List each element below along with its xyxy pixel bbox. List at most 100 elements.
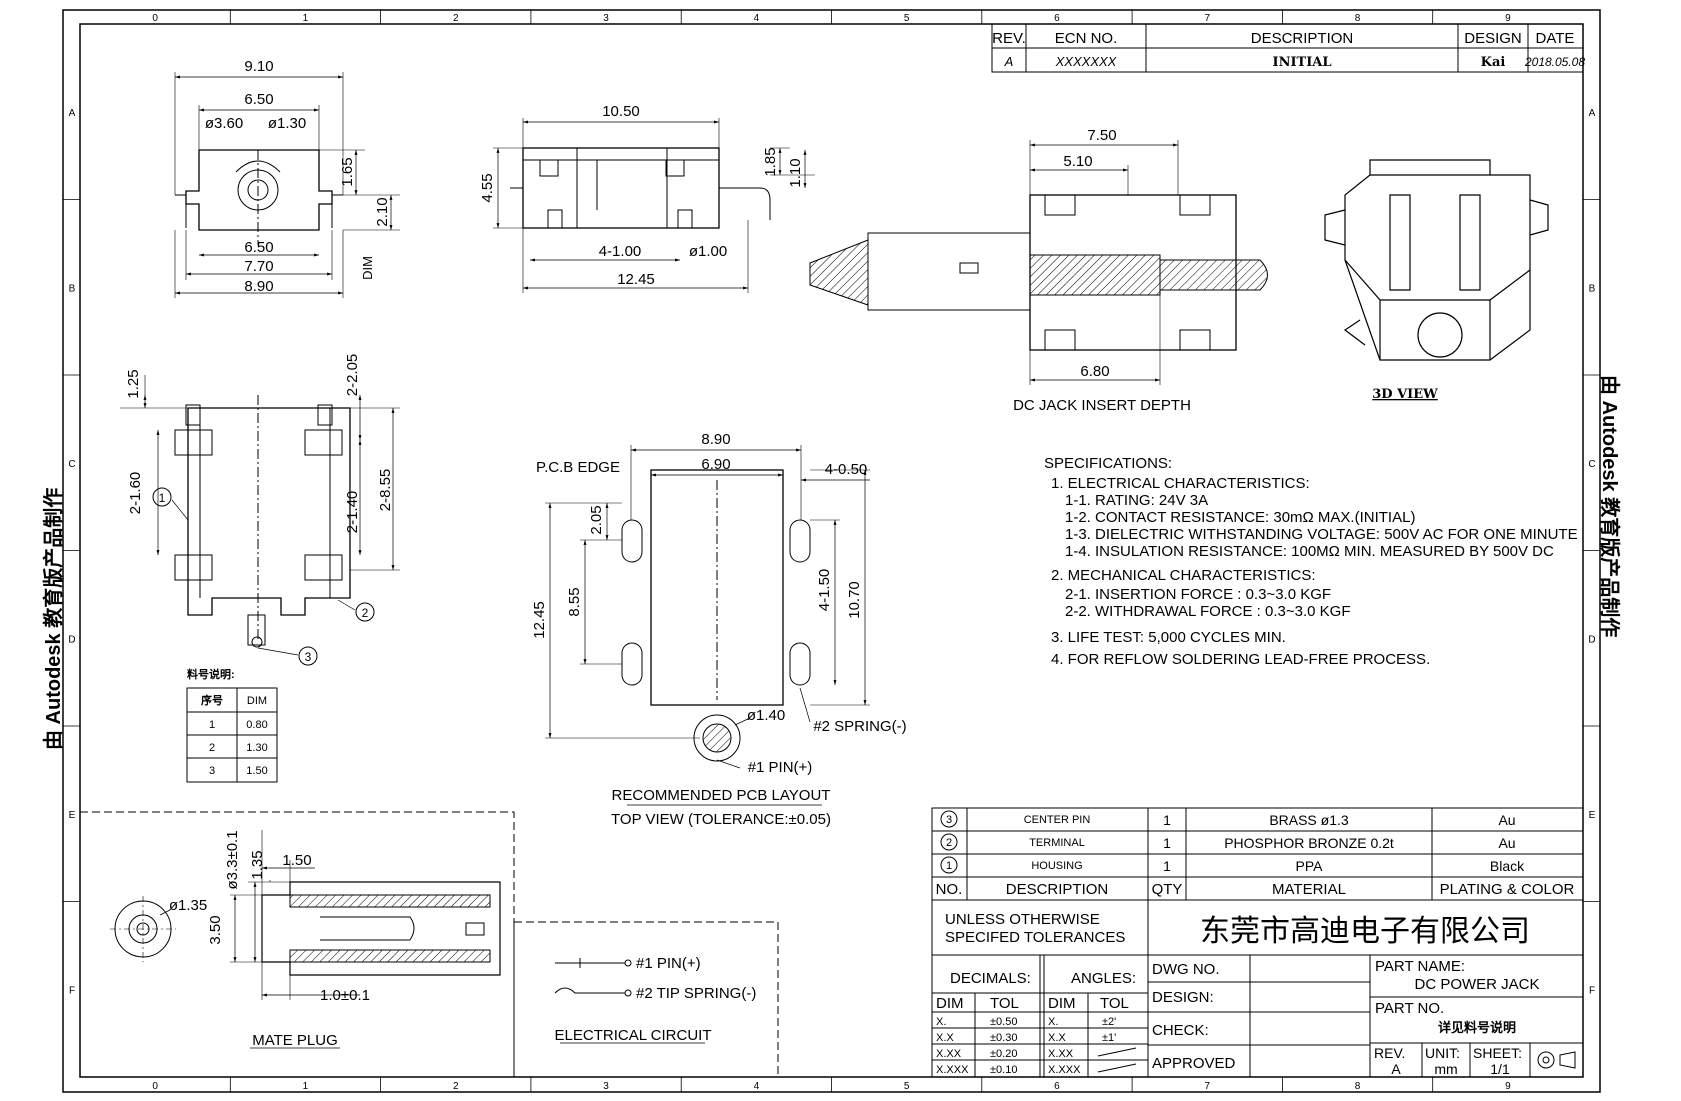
- date-value: 2018.05.08: [1524, 55, 1585, 69]
- spec-line: 2-1. INSERTION FORCE : 0.3~3.0 KGF: [1065, 586, 1331, 603]
- circuit-pin1-label: #1 PIN(+): [636, 955, 701, 972]
- bom-desc: HOUSING: [1031, 860, 1082, 872]
- bottom-view: [120, 375, 400, 666]
- dim-bottom-2x2-05: 2-2.05: [344, 354, 361, 397]
- part-name: DC POWER JACK: [1414, 976, 1539, 993]
- dim-pcb-2-05: 2.05: [588, 505, 605, 534]
- spec-line: SPECIFICATIONS:: [1044, 455, 1172, 472]
- zone-label: 7: [1204, 13, 1210, 24]
- zone-label: F: [69, 985, 75, 996]
- front-view: [174, 72, 400, 298]
- zone-label: 9: [1505, 13, 1511, 24]
- angles-label: ANGLES:: [1071, 970, 1136, 987]
- sheet-value: 1/1: [1490, 1061, 1510, 1077]
- spec-line: 1-1. RATING: 24V 3A: [1065, 492, 1208, 509]
- bom-plating: Au: [1498, 812, 1515, 828]
- rev-value: A: [1391, 1061, 1401, 1077]
- bom-header-qty: QTY: [1152, 881, 1183, 898]
- mate-plug: [79, 811, 515, 1078]
- bom-table: 3 CENTER PIN 1 BRASS ø1.3 Au 2 TERMINAL …: [931, 807, 1584, 901]
- dec-tol-header: TOL: [990, 995, 1019, 1012]
- bom-header-material: MATERIAL: [1272, 881, 1346, 898]
- dec-row: ±0.10: [990, 1064, 1017, 1076]
- zone-label: C: [1588, 459, 1595, 470]
- dim-table-cell: 1.30: [246, 742, 267, 754]
- dim-bottom-1-25: 1.25: [125, 369, 142, 398]
- description-header: DESCRIPTION: [1251, 30, 1354, 47]
- dim-table-header-dim: DIM: [247, 695, 267, 707]
- dwg-no-label: DWG NO.: [1152, 961, 1220, 978]
- dim-bottom-2x1-60: 2-1.60: [127, 472, 144, 515]
- pcb-caption-2: TOP VIEW (TOLERANCE:±0.05): [611, 811, 831, 828]
- bom-header-desc: DESCRIPTION: [1006, 881, 1109, 898]
- dim-plug-3-50: 3.50: [207, 915, 224, 944]
- zone-label: 1: [303, 1081, 309, 1092]
- dec-row: X.XX: [936, 1048, 962, 1060]
- zone-label: A: [69, 108, 76, 119]
- ecn-value: XXXXXXX: [1055, 54, 1118, 69]
- bom-plating: Black: [1490, 858, 1525, 874]
- rev-value: A: [1004, 54, 1014, 69]
- dim-front-6-50-top: 6.50: [244, 91, 273, 108]
- dim-insert-5-10: 5.10: [1063, 153, 1092, 170]
- zone-label: D: [1588, 634, 1595, 645]
- watermark-left: 由 Autodesk 教育版产品制作: [41, 488, 65, 750]
- dim-table-cell: 1.50: [246, 765, 267, 777]
- dim-side-d1-00: ø1.00: [689, 243, 727, 260]
- insert-depth-caption: DC JACK INSERT DEPTH: [1013, 397, 1191, 414]
- design-label: DESIGN:: [1152, 989, 1214, 1006]
- circuit-caption: ELECTRICAL CIRCUIT: [555, 1027, 712, 1044]
- dec-row: X.: [936, 1016, 946, 1028]
- dec-row: ±0.50: [990, 1016, 1017, 1028]
- circuit-pin2-label: #2 TIP SPRING(-): [636, 985, 756, 1002]
- ang-row: X.XX: [1048, 1048, 1074, 1060]
- zone-label: 4: [754, 13, 760, 24]
- dim-front-dim: DIM: [360, 256, 375, 280]
- dim-pcb-4x0-50: 4-0.50: [825, 461, 868, 478]
- bom-qty: 1: [1163, 858, 1171, 874]
- sheet-label: SHEET:: [1473, 1045, 1522, 1061]
- unit-value: mm: [1434, 1061, 1457, 1077]
- zone-label: F: [1589, 985, 1595, 996]
- dim-front-1-65: 1.65: [339, 157, 356, 186]
- zone-label: C: [68, 459, 75, 470]
- pcb-layout: [545, 445, 870, 806]
- pcb-pin2-label: #2 SPRING(-): [813, 718, 906, 735]
- side-view: [493, 118, 815, 293]
- dim-side-4-55: 4.55: [479, 173, 496, 202]
- zone-label: 3: [603, 1081, 609, 1092]
- zone-label: E: [69, 810, 76, 821]
- dim-side-10-50: 10.50: [602, 103, 640, 120]
- pcb-pin1-label: #1 PIN(+): [748, 759, 813, 776]
- part-no-label: PART NO.: [1375, 1000, 1444, 1017]
- ang-row: X.: [1048, 1016, 1058, 1028]
- dec-row: X.X: [936, 1032, 954, 1044]
- zone-label: 0: [152, 1081, 158, 1092]
- dim-plug-d1-35: ø1.35: [169, 897, 207, 914]
- approved-label: APPROVED: [1152, 1055, 1236, 1072]
- zone-label: 5: [904, 13, 910, 24]
- date-header: DATE: [1536, 30, 1575, 47]
- dim-side-12-45: 12.45: [617, 271, 655, 288]
- bom-header-no: NO.: [936, 881, 963, 898]
- dec-row: X.XXX: [936, 1064, 969, 1076]
- part-name-label: PART NAME:: [1375, 958, 1465, 975]
- dim-side-4x1-00: 4-1.00: [599, 243, 642, 260]
- bom-material: BRASS ø1.3: [1269, 812, 1349, 828]
- spec-line: 2. MECHANICAL CHARACTERISTICS:: [1051, 567, 1316, 584]
- bom-no: 3: [946, 814, 952, 826]
- spec-line: 1-3. DIELECTRIC WITHSTANDING VOLTAGE: 50…: [1065, 526, 1578, 543]
- electrical-circuit: [513, 921, 779, 1078]
- dim-table-cell: 1: [209, 719, 215, 731]
- bom-desc: TERMINAL: [1029, 837, 1085, 849]
- dim-table: 序号 DIM 1 0.80 2 1.30 3 1.50: [186, 687, 278, 783]
- dim-pcb-10-70: 10.70: [846, 581, 863, 619]
- ang-row: X.XXX: [1048, 1064, 1081, 1076]
- callout-3: 3: [305, 650, 312, 664]
- zone-label: 6: [1054, 1081, 1060, 1092]
- title-block: UNLESS OTHERWISE SPECIFED TOLERANCES 东莞市…: [931, 899, 1584, 1078]
- dim-plug-1-35: 1.35: [249, 850, 266, 879]
- part-no: 详见料号说明: [1438, 1020, 1516, 1035]
- zone-label: 8: [1355, 1081, 1361, 1092]
